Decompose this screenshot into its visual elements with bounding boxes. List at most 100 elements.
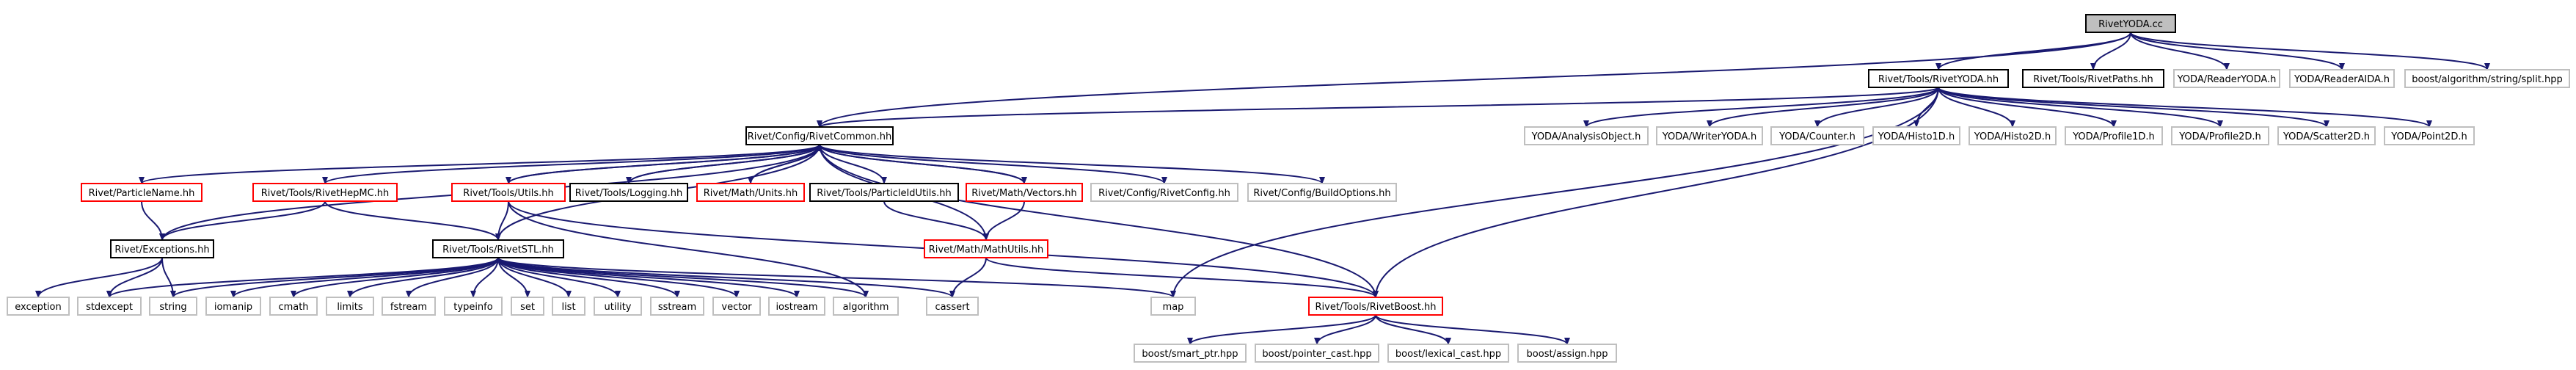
- node-rivetyoda-cc[interactable]: RivetYODA.cc: [2085, 14, 2176, 33]
- node-box-yoda-writeryoda-h: [1656, 126, 1763, 145]
- node-tools-rivetboost-hh[interactable]: Rivet/Tools/RivetBoost.hh: [1308, 297, 1443, 316]
- node-box-fstream: [382, 297, 436, 316]
- node-label-boost-lexical-cast-hpp: boost/lexical_cast.hpp: [1395, 349, 1501, 360]
- node-box-yoda-counter-h: [1770, 126, 1864, 145]
- node-box-list: [552, 297, 585, 316]
- node-label-config-rivetcommon-hh: Rivet/Config/RivetCommon.hh: [748, 131, 892, 142]
- node-label-yoda-profile1d-h: YODA/Profile1D.h: [2072, 131, 2155, 142]
- edge-config-rivetcommon-hh-to-config-rivetconfig-hh: [819, 144, 1167, 184]
- node-label-limits: limits: [337, 302, 363, 313]
- edge-tools-rivetstl-hh-to-string: [170, 257, 499, 298]
- node-box-tools-rivethepmc-hh: [252, 183, 398, 202]
- node-yoda-counter-h: YODA/Counter.h: [1770, 126, 1864, 145]
- node-particlename-hh[interactable]: Rivet/ParticleName.hh: [81, 183, 202, 202]
- node-box-math-mathutils-hh: [924, 239, 1048, 258]
- node-yoda-point2d-h: YODA/Point2D.h: [2384, 126, 2475, 145]
- node-label-stdexcept: stdexcept: [86, 302, 133, 313]
- node-iostream: iostream: [768, 297, 825, 316]
- node-algorithm: algorithm: [833, 297, 899, 316]
- node-box-algorithm: [833, 297, 899, 316]
- node-tools-rivethepmc-hh[interactable]: Rivet/Tools/RivetHepMC.hh: [252, 183, 398, 202]
- node-label-yoda-histo2d-h: YODA/Histo2D.h: [1974, 131, 2051, 142]
- node-exceptions-hh[interactable]: Rivet/Exceptions.hh: [110, 239, 214, 258]
- node-config-buildoptions-hh: Rivet/Config/BuildOptions.hh: [1247, 183, 1397, 202]
- node-tools-logging-hh[interactable]: Rivet/Tools/Logging.hh: [569, 183, 688, 202]
- node-config-rivetcommon-hh[interactable]: Rivet/Config/RivetCommon.hh: [745, 126, 894, 145]
- node-label-tools-utils-hh: Rivet/Tools/Utils.hh: [463, 188, 553, 199]
- node-label-yoda-writeryoda-h: YODA/WriterYODA.h: [1662, 131, 1756, 142]
- edge-tools-rivetyoda-hh-to-yoda-counter-h: [1814, 87, 1939, 128]
- edge-rivetyoda-cc-to-boost-split-hpp: [2130, 32, 2490, 70]
- edge-tools-rivetboost-hh-to-boost-smart-ptr-hpp: [1187, 314, 1376, 345]
- node-label-yoda-scatter2d-h: YODA/Scatter2D.h: [2283, 131, 2370, 142]
- node-label-vector: vector: [721, 302, 752, 313]
- node-box-config-rivetconfig-hh: [1090, 183, 1238, 202]
- node-tools-particleidutils-hh[interactable]: Rivet/Tools/ParticleIdUtils.hh: [809, 183, 959, 202]
- node-label-utility: utility: [605, 302, 632, 313]
- node-box-tools-utils-hh: [451, 183, 566, 202]
- node-yoda-scatter2d-h: YODA/Scatter2D.h: [2277, 126, 2376, 145]
- node-label-cassert: cassert: [935, 302, 969, 313]
- node-tools-utils-hh[interactable]: Rivet/Tools/Utils.hh: [451, 183, 566, 202]
- node-box-yoda-readeryoda-h: [2173, 69, 2280, 88]
- edges-layer: [35, 32, 2490, 345]
- node-label-boost-pointer-cast-hpp: boost/pointer_cast.hpp: [1262, 349, 1371, 360]
- edge-exceptions-hh-to-exception: [35, 257, 163, 298]
- edge-tools-rivetboost-hh-to-boost-pointer-cast-hpp: [1314, 314, 1376, 345]
- edge-tools-rivetstl-hh-to-utility: [497, 257, 621, 298]
- node-label-boost-split-hpp: boost/algorithm/string/split.hpp: [2412, 74, 2562, 85]
- node-string: string: [149, 297, 197, 316]
- node-box-config-rivetcommon-hh: [745, 126, 894, 145]
- node-label-yoda-counter-h: YODA/Counter.h: [1778, 131, 1856, 142]
- edge-tools-rivetstl-hh-to-fstream: [406, 257, 499, 298]
- node-tools-rivetyoda-hh[interactable]: Rivet/Tools/RivetYODA.hh: [1868, 69, 2009, 88]
- node-math-vectors-hh[interactable]: Rivet/Math/Vectors.hh: [966, 183, 1083, 202]
- node-box-yoda-histo1d-h: [1872, 126, 1960, 145]
- node-label-yoda-readeraida-h: YODA/ReaderAIDA.h: [2294, 74, 2390, 85]
- node-tools-rivetstl-hh[interactable]: Rivet/Tools/RivetSTL.hh: [432, 239, 564, 258]
- node-label-iomanip: iomanip: [214, 302, 252, 313]
- edge-tools-rivetstl-hh-to-list: [497, 257, 572, 298]
- node-box-iomanip: [205, 297, 261, 316]
- edge-tools-rivetyoda-hh-to-yoda-analysisobject-h: [1583, 87, 1939, 128]
- node-box-map: [1150, 297, 1196, 316]
- edge-tools-rivetyoda-hh-to-yoda-point2d-h: [1938, 87, 2432, 128]
- edge-config-rivetcommon-hh-to-config-buildoptions-hh: [819, 144, 1325, 184]
- node-box-limits: [326, 297, 374, 316]
- edge-tools-rivethepmc-hh-to-tools-rivetstl-hh: [324, 200, 501, 241]
- node-label-tools-particleidutils-hh: Rivet/Tools/ParticleIdUtils.hh: [817, 188, 952, 199]
- edge-tools-rivetboost-hh-to-boost-lexical-cast-hpp: [1375, 314, 1451, 345]
- node-label-iostream: iostream: [776, 302, 817, 313]
- node-box-tools-rivetboost-hh: [1308, 297, 1443, 316]
- edge-tools-rivetyoda-hh-to-yoda-profile2d-h: [1938, 87, 2223, 128]
- node-box-typeinfo: [444, 297, 503, 316]
- node-boost-lexical-cast-hpp: boost/lexical_cast.hpp: [1387, 344, 1509, 363]
- edge-tools-rivetyoda-hh-to-yoda-profile1d-h: [1938, 87, 2117, 128]
- node-box-yoda-profile1d-h: [2065, 126, 2163, 145]
- node-box-cmath: [269, 297, 318, 316]
- node-yoda-profile1d-h: YODA/Profile1D.h: [2065, 126, 2163, 145]
- node-cassert: cassert: [926, 297, 979, 316]
- node-tools-rivetpaths-hh[interactable]: Rivet/Tools/RivetPaths.hh: [2022, 69, 2164, 88]
- node-yoda-readeraida-h: YODA/ReaderAIDA.h: [2289, 69, 2395, 88]
- node-fstream: fstream: [382, 297, 436, 316]
- node-sstream: sstream: [650, 297, 704, 316]
- edge-tools-rivetstl-hh-to-map: [497, 257, 1176, 298]
- edge-tools-particleidutils-hh-to-math-mathutils-hh: [883, 200, 989, 241]
- node-label-fstream: fstream: [390, 302, 427, 313]
- node-label-yoda-histo1d-h: YODA/Histo1D.h: [1878, 131, 1955, 142]
- node-math-units-hh[interactable]: Rivet/Math/Units.hh: [696, 183, 805, 202]
- edge-exceptions-hh-to-string: [161, 257, 176, 298]
- edge-tools-rivetyoda-hh-to-yoda-histo2d-h: [1938, 87, 2015, 128]
- node-box-particlename-hh: [81, 183, 202, 202]
- edge-rivetyoda-cc-to-config-rivetcommon-hh: [817, 32, 2131, 128]
- edge-math-mathutils-hh-to-cassert: [949, 257, 987, 298]
- node-box-sstream: [650, 297, 704, 316]
- node-yoda-profile2d-h: YODA/Profile2D.h: [2171, 126, 2269, 145]
- node-box-yoda-readeraida-h: [2289, 69, 2395, 88]
- node-label-math-units-hh: Rivet/Math/Units.hh: [704, 188, 798, 199]
- node-math-mathutils-hh[interactable]: Rivet/Math/MathUtils.hh: [924, 239, 1048, 258]
- node-label-set: set: [520, 302, 535, 313]
